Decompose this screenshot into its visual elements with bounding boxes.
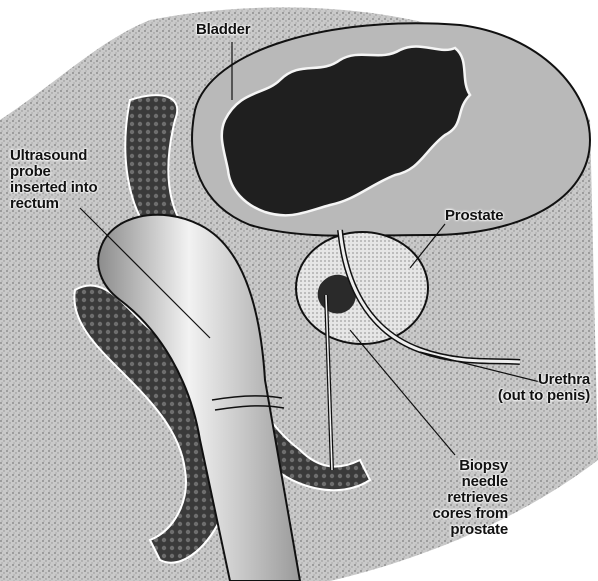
- prostate-gland: [296, 232, 428, 344]
- label-bladder: Bladder: [196, 22, 250, 38]
- label-urethra: Urethra (out to penis): [462, 372, 590, 404]
- label-ultrasound-probe: Ultrasound probe inserted into rectum: [10, 148, 97, 212]
- label-prostate: Prostate: [445, 208, 503, 224]
- label-biopsy-needle: Biopsy needle retrieves cores from prost…: [408, 458, 508, 538]
